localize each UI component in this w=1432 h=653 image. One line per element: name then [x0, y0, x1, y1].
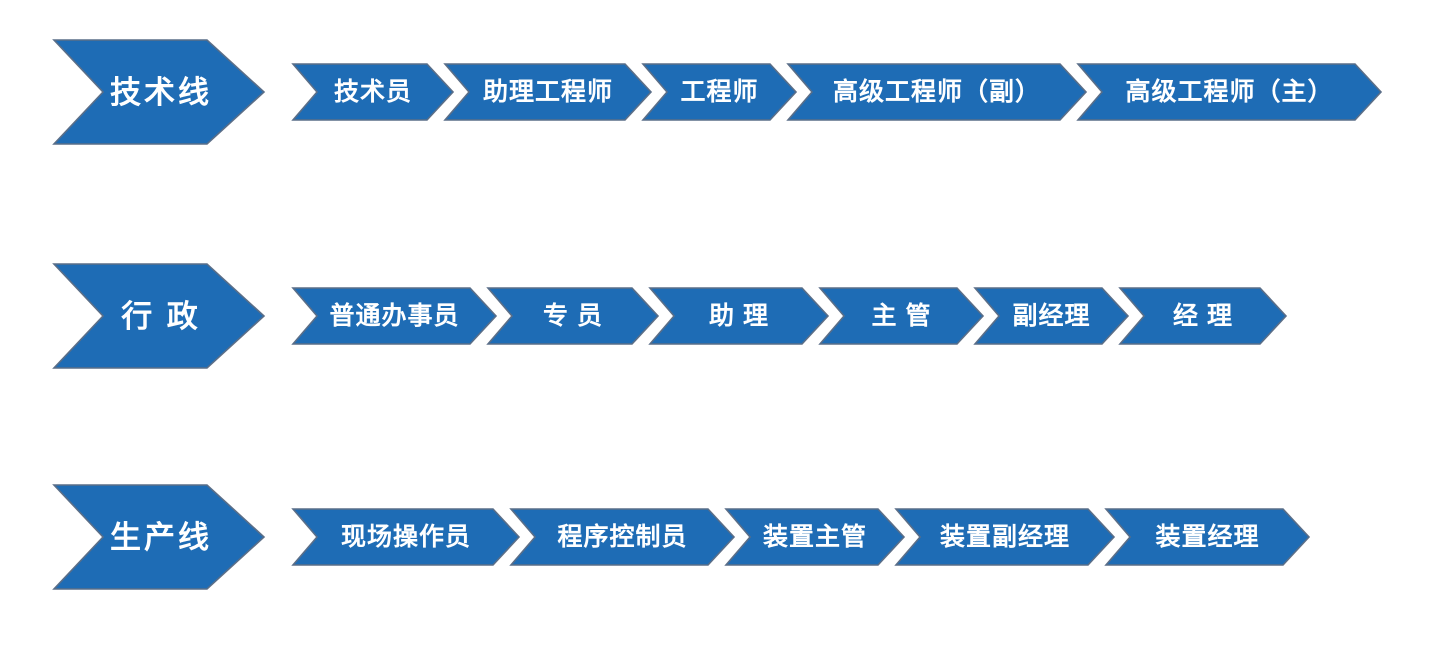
- stage-chevron-technician: 技术员: [291, 63, 455, 121]
- chevron-arrow-icon: [1118, 287, 1288, 345]
- stage-chevron-deputy-manager: 副经理: [973, 287, 1130, 345]
- stage-chevron-unit-deputy-manager: 装置副经理: [894, 508, 1116, 566]
- chevron-arrow-icon: [486, 287, 660, 345]
- stage-label: 装置经理: [1155, 522, 1260, 551]
- chevron-arrow-icon: [894, 508, 1116, 566]
- chevron-arrow-icon: [443, 63, 653, 121]
- stage-label: 高级工程师（主）: [1125, 77, 1334, 106]
- lane-title-technical: 技术线: [52, 39, 266, 145]
- stage-label: 助 理: [709, 301, 769, 330]
- stage-label: 普通办事员: [329, 301, 460, 330]
- chevron-arrow-icon: [641, 63, 798, 121]
- stage-label: 经 理: [1173, 301, 1233, 330]
- lane-title-production: 生产线: [52, 484, 266, 590]
- stage-chevron-senior-engineer-chief: 高级工程师（主）: [1076, 63, 1383, 121]
- chevron-arrow-icon: [291, 508, 521, 566]
- stage-label: 高级工程师（副）: [832, 77, 1041, 106]
- stage-chevron-supervisor: 主 管: [818, 287, 985, 345]
- stage-chevron-senior-engineer-deputy: 高级工程师（副）: [786, 63, 1088, 121]
- chevron-arrow-icon: [1104, 508, 1311, 566]
- stage-chevron-manager: 经 理: [1118, 287, 1288, 345]
- chevron-arrow-icon: [291, 287, 498, 345]
- stage-label: 主 管: [871, 301, 932, 330]
- stage-chevron-field-operator: 现场操作员: [291, 508, 521, 566]
- chevron-arrow-icon: [291, 63, 455, 121]
- chevron-arrow-icon: [1076, 63, 1383, 121]
- stage-chevron-clerk: 普通办事员: [291, 287, 498, 345]
- stage-chevron-engineer: 工程师: [641, 63, 798, 121]
- stage-chevron-process-controller: 程序控制员: [509, 508, 736, 566]
- chevron-arrow-icon: [724, 508, 906, 566]
- stage-label: 助理工程师: [482, 77, 613, 106]
- lane-title-label: 生产线: [110, 519, 212, 555]
- stage-chevron-unit-supervisor: 装置主管: [724, 508, 906, 566]
- stage-chevron-assistant-engineer: 助理工程师: [443, 63, 653, 121]
- stage-label: 现场操作员: [340, 522, 471, 551]
- chevron-arrow-icon: [786, 63, 1088, 121]
- chevron-arrow-icon: [52, 484, 266, 590]
- chevron-arrow-icon: [648, 287, 830, 345]
- chevron-arrow-icon: [973, 287, 1130, 345]
- stage-chevron-specialist: 专 员: [486, 287, 660, 345]
- lane-title-label: 行 政: [121, 298, 201, 334]
- chevron-arrow-icon: [52, 39, 266, 145]
- lane-title-label: 技术线: [110, 74, 212, 110]
- chevron-arrow-icon: [509, 508, 736, 566]
- stage-label: 技术员: [333, 77, 412, 106]
- stage-label: 专 员: [543, 301, 603, 330]
- stage-label: 工程师: [680, 77, 759, 106]
- stage-label: 装置主管: [762, 522, 867, 551]
- stage-chevron-unit-manager: 装置经理: [1104, 508, 1311, 566]
- stage-label: 副经理: [1012, 301, 1091, 330]
- chevron-arrow-icon: [52, 263, 266, 369]
- stage-chevron-assistant: 助 理: [648, 287, 830, 345]
- stage-label: 装置副经理: [939, 522, 1070, 551]
- chevron-arrow-icon: [818, 287, 985, 345]
- stage-label: 程序控制员: [557, 522, 688, 551]
- lane-title-admin: 行 政: [52, 263, 266, 369]
